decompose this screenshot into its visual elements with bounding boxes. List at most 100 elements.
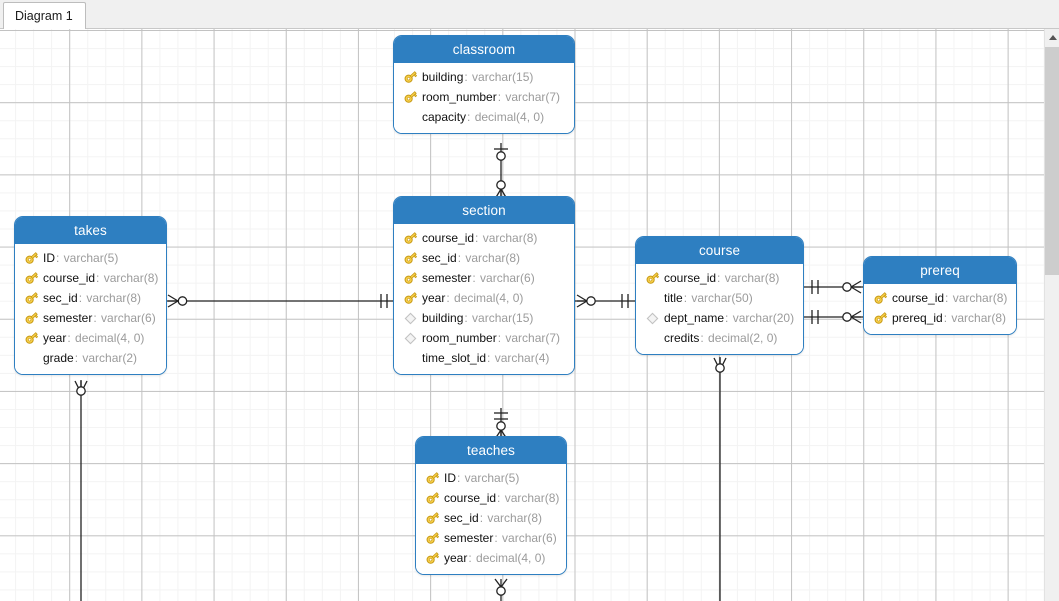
- entity-attributes-takes: ID: varchar(5)course_id: varchar(8)sec_i…: [15, 244, 166, 374]
- tab-strip: Diagram 1: [0, 0, 1059, 30]
- key-icon-svg: [426, 552, 440, 564]
- entity-attributes-section: course_id: varchar(8)sec_id: varchar(8)s…: [394, 224, 574, 374]
- attribute-row[interactable]: course_id: varchar(8): [636, 268, 803, 288]
- diagram-canvas[interactable]: section (horizontal, y=272 in canvas coo…: [0, 29, 1044, 601]
- attribute-type: varchar(8): [724, 271, 780, 285]
- key-icon: [423, 550, 442, 566]
- attribute-row[interactable]: sec_id: varchar(8): [394, 248, 574, 268]
- chevron-up-icon: [1048, 34, 1057, 40]
- attribute-type: varchar(8): [952, 291, 1008, 305]
- attribute-row[interactable]: semester: varchar(6): [416, 528, 566, 548]
- attribute-separator: :: [494, 531, 502, 545]
- attribute-row[interactable]: year: decimal(4, 0): [15, 328, 166, 348]
- key-icon-svg: [874, 292, 888, 304]
- attribute-type: varchar(8): [103, 271, 159, 285]
- vertical-scrollbar-thumb[interactable]: [1045, 47, 1059, 275]
- attribute-row[interactable]: course_id: varchar(8): [416, 488, 566, 508]
- key-icon: [871, 310, 890, 326]
- attribute-row[interactable]: sec_id: varchar(8): [416, 508, 566, 528]
- attribute-row[interactable]: course_id: varchar(8): [864, 288, 1016, 308]
- key-icon: [22, 330, 41, 346]
- attribute-type: varchar(6): [101, 311, 156, 325]
- attribute-separator: :: [457, 251, 465, 265]
- key-icon: [22, 290, 41, 306]
- attribute-row[interactable]: building: varchar(15): [394, 67, 574, 87]
- attribute-type: varchar(8): [504, 491, 560, 505]
- attribute-name: ID: [43, 251, 55, 265]
- attribute-separator: :: [468, 551, 476, 565]
- attribute-row[interactable]: year: decimal(4, 0): [416, 548, 566, 568]
- attribute-name: course_id: [43, 271, 96, 285]
- attribute-row[interactable]: room_number: varchar(7): [394, 328, 574, 348]
- key-icon: [423, 470, 442, 486]
- attribute-name: building: [422, 311, 464, 325]
- attribute-name: course_id: [892, 291, 945, 305]
- attribute-name: prereq_id: [892, 311, 943, 325]
- attribute-row[interactable]: semester: varchar(6): [394, 268, 574, 288]
- entity-section[interactable]: section course_id: varchar(8)sec_id: varc…: [393, 196, 575, 375]
- attribute-type: varchar(8): [487, 511, 543, 525]
- attribute-row[interactable]: capacity: decimal(4, 0): [394, 107, 574, 127]
- key-icon-svg: [646, 272, 660, 284]
- key-icon-svg: [426, 512, 440, 524]
- attribute-name: time_slot_id: [422, 351, 487, 365]
- attribute-row[interactable]: course_id: varchar(8): [394, 228, 574, 248]
- attribute-row[interactable]: year: decimal(4, 0): [394, 288, 574, 308]
- attribute-type: decimal(4, 0): [75, 331, 145, 345]
- attribute-separator: :: [93, 311, 101, 325]
- attribute-name: semester: [422, 271, 472, 285]
- attribute-row[interactable]: building: varchar(15): [394, 308, 574, 328]
- attribute-name: course_id: [664, 271, 717, 285]
- key-icon: [22, 270, 41, 286]
- attribute-row[interactable]: dept_name: varchar(20): [636, 308, 803, 328]
- attribute-row[interactable]: credits: decimal(2, 0): [636, 328, 803, 348]
- attribute-separator: :: [67, 331, 75, 345]
- key-icon: [401, 89, 420, 105]
- diamond-icon: [401, 310, 420, 326]
- attribute-type: varchar(7): [505, 90, 561, 104]
- attribute-name: sec_id: [444, 511, 479, 525]
- diamond-icon-svg: [646, 312, 659, 324]
- attribute-type: varchar(6): [502, 531, 557, 545]
- attribute-row[interactable]: room_number: varchar(7): [394, 87, 574, 107]
- attribute-type: varchar(5): [63, 251, 119, 265]
- attribute-name: room_number: [422, 90, 497, 104]
- attribute-type: varchar(2): [82, 351, 138, 365]
- crowsfoot-course-offscreen: [713, 357, 727, 373]
- attribute-row[interactable]: ID: varchar(5): [15, 248, 166, 268]
- entity-title-section: section: [394, 197, 574, 224]
- key-icon: [423, 490, 442, 506]
- exactly-one-course-prereq-1: [811, 280, 819, 294]
- no-icon-spacer: [22, 350, 41, 366]
- crowsfoot-prereq-2: [842, 310, 862, 324]
- attribute-type: varchar(15): [472, 70, 534, 84]
- attribute-row[interactable]: title: varchar(50): [636, 288, 803, 308]
- attribute-separator: :: [479, 511, 487, 525]
- tab-diagram-1[interactable]: Diagram 1: [3, 2, 86, 30]
- attribute-name: ID: [444, 471, 456, 485]
- entity-title-takes: takes: [15, 217, 166, 244]
- attribute-row[interactable]: ID: varchar(5): [416, 468, 566, 488]
- attribute-type: varchar(8): [482, 231, 538, 245]
- key-icon-svg: [404, 232, 418, 244]
- attribute-row[interactable]: sec_id: varchar(8): [15, 288, 166, 308]
- scroll-up-button[interactable]: [1045, 29, 1059, 45]
- attribute-row[interactable]: semester: varchar(6): [15, 308, 166, 328]
- attribute-separator: :: [497, 90, 505, 104]
- attribute-row[interactable]: grade: varchar(2): [15, 348, 166, 368]
- attribute-row[interactable]: course_id: varchar(8): [15, 268, 166, 288]
- attribute-separator: :: [472, 271, 480, 285]
- attribute-row[interactable]: time_slot_id: varchar(4): [394, 348, 574, 368]
- vertical-scrollbar[interactable]: [1044, 29, 1059, 601]
- attribute-row[interactable]: prereq_id: varchar(8): [864, 308, 1016, 328]
- attribute-type: decimal(2, 0): [708, 331, 778, 345]
- attribute-name: building: [422, 70, 464, 84]
- attribute-name: year: [422, 291, 446, 305]
- key-icon-svg: [426, 472, 440, 484]
- crowsfoot-teaches-offscreen: [494, 578, 508, 596]
